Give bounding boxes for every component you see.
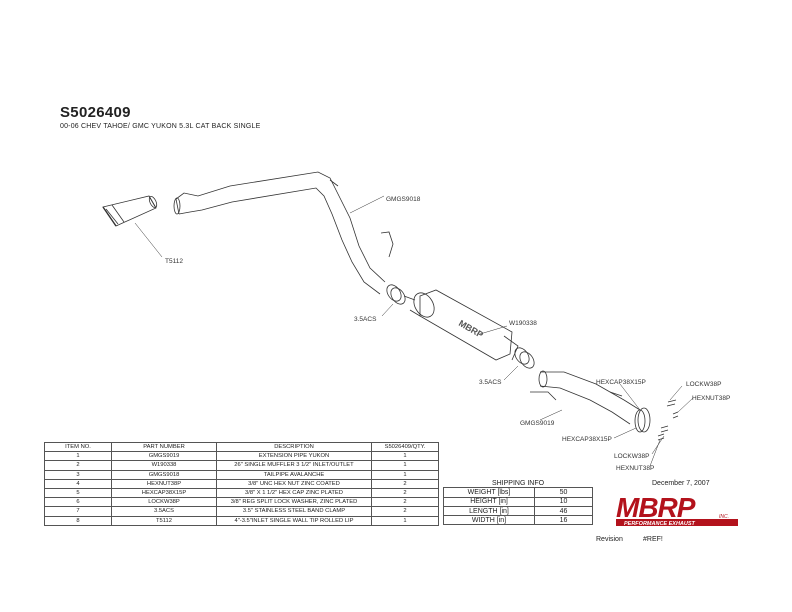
drawing-date: December 7, 2007 bbox=[652, 480, 710, 487]
bom-qty: 1 bbox=[371, 451, 439, 462]
callout-hexnut-1: HEXNUT38P bbox=[692, 395, 730, 402]
bom-description: 3.5" STAINLESS STEEL BAND CLAMP bbox=[216, 506, 372, 517]
bom-part: LOCKW38P bbox=[111, 497, 217, 508]
bom-description: TAILPIPE AVALANCHE bbox=[216, 469, 372, 480]
shipping-label: WEIGHT [lbs] bbox=[443, 487, 535, 498]
tailpipe bbox=[173, 171, 394, 295]
shipping-label: HEIGHT [in] bbox=[443, 496, 535, 507]
hardware-bolts bbox=[657, 399, 679, 441]
logo-inc: INC. bbox=[719, 514, 729, 520]
logo-banner bbox=[616, 519, 738, 526]
bom-description: 3/8" X 1 1/2" HEX CAP ZINC PLATED bbox=[216, 487, 372, 499]
callout-gmgs9019: GMGS9019 bbox=[520, 420, 555, 427]
logo-text: MBRP bbox=[616, 493, 696, 523]
leader-lines bbox=[134, 195, 694, 467]
bom-item: 5 bbox=[44, 487, 112, 499]
bom-qty: 1 bbox=[371, 515, 439, 526]
mbrp-logo: MBRP INC. PERFORMANCE EXHAUST bbox=[616, 493, 738, 527]
bom-item: 3 bbox=[44, 469, 112, 480]
bom-header-part: PART NUMBER bbox=[111, 441, 217, 453]
callout-lockw-2: LOCKW38P bbox=[614, 453, 649, 460]
bill-of-materials-table: ITEM NO. PART NUMBER DESCRIPTION S502640… bbox=[44, 441, 439, 526]
bom-part: 3.5ACS bbox=[111, 506, 217, 517]
table-row: HEIGHT [in]10 bbox=[443, 496, 593, 507]
revision-label: Revision bbox=[596, 536, 623, 543]
callout-w190338: W190338 bbox=[509, 320, 537, 327]
extension-pipe bbox=[530, 370, 651, 433]
callout-lockw-1: LOCKW38P bbox=[686, 381, 721, 388]
bom-header-qty: S5026409/QTY. bbox=[371, 441, 439, 453]
bom-description: 3/8" UNC HEX NUT ZINC COATED bbox=[216, 478, 372, 489]
bom-part: T5112 bbox=[111, 515, 217, 526]
band-clamp-2 bbox=[514, 347, 535, 369]
callout-3-5acs-2: 3.5ACS bbox=[479, 379, 502, 386]
callout-hexcap-2: HEXCAP38X15P bbox=[562, 436, 612, 443]
band-clamp-1 bbox=[386, 284, 406, 305]
bom-item: 1 bbox=[44, 451, 112, 462]
bom-item: 8 bbox=[44, 515, 112, 526]
shipping-value: 16 bbox=[534, 515, 593, 526]
shipping-label: LENGTH [in] bbox=[443, 505, 535, 517]
exhaust-tip bbox=[102, 195, 158, 227]
bom-part: HEXCAP38X15P bbox=[111, 487, 217, 499]
bom-description: 4"-3.5"INLET SINGLE WALL TIP ROLLED LIP bbox=[216, 515, 372, 526]
bom-qty: 2 bbox=[371, 497, 439, 508]
bom-qty: 2 bbox=[371, 478, 439, 489]
callout-hexcap-1: HEXCAP38X15P bbox=[596, 379, 646, 386]
bom-qty: 1 bbox=[371, 460, 439, 471]
callout-3-5acs-1: 3.5ACS bbox=[354, 316, 377, 323]
shipping-label: WIDTH [in] bbox=[443, 515, 535, 526]
callout-hexnut-2: HEXNUT38P bbox=[616, 465, 654, 472]
bom-qty: 1 bbox=[371, 469, 439, 480]
shipping-info-title: SHIPPING INFO bbox=[443, 479, 593, 489]
bom-item: 2 bbox=[44, 460, 112, 471]
bom-description: EXTENSION PIPE YUKON bbox=[216, 451, 372, 462]
callout-gmgs9018: GMGS9018 bbox=[386, 196, 421, 203]
bom-header-row: ITEM NO. PART NUMBER DESCRIPTION S502640… bbox=[44, 441, 439, 453]
bom-item: 4 bbox=[44, 478, 112, 489]
part-subtitle: 00-06 CHEV TAHOE/ GMC YUKON 5.3L CAT BAC… bbox=[60, 123, 261, 130]
callout-t5112: T5112 bbox=[165, 258, 183, 265]
bom-item: 7 bbox=[44, 506, 112, 517]
muffler bbox=[403, 289, 519, 361]
table-row: LENGTH [in]46 bbox=[443, 505, 593, 517]
bom-qty: 2 bbox=[371, 506, 439, 517]
revision-value: #REF! bbox=[643, 536, 663, 543]
bom-part: HEXNUT38P bbox=[111, 478, 217, 489]
shipping-value: 50 bbox=[534, 487, 593, 498]
table-row: WIDTH [in]16 bbox=[443, 515, 593, 526]
bom-header-description: DESCRIPTION bbox=[216, 441, 372, 453]
bom-item: 6 bbox=[44, 497, 112, 508]
shipping-info-table: SHIPPING INFO WEIGHT [lbs]50 HEIGHT [in]… bbox=[443, 479, 593, 526]
bom-header-item: ITEM NO. bbox=[44, 441, 112, 453]
part-number-title: S5026409 bbox=[60, 104, 131, 121]
bom-part: GMGS9019 bbox=[111, 451, 217, 462]
logo-tagline: PERFORMANCE EXHAUST bbox=[624, 521, 696, 527]
table-row: WEIGHT [lbs]50 bbox=[443, 487, 593, 498]
bom-description: 26" SINGLE MUFFLER 3 1/2" INLET/OUTLET bbox=[216, 460, 372, 471]
bom-part: GMGS9018 bbox=[111, 469, 217, 480]
shipping-value: 10 bbox=[534, 496, 593, 507]
bom-description: 3/8" REG SPLIT LOCK WASHER, ZINC PLATED bbox=[216, 497, 372, 508]
shipping-value: 46 bbox=[534, 505, 593, 517]
bom-part: W190338 bbox=[111, 460, 217, 471]
bom-qty: 2 bbox=[371, 487, 439, 499]
